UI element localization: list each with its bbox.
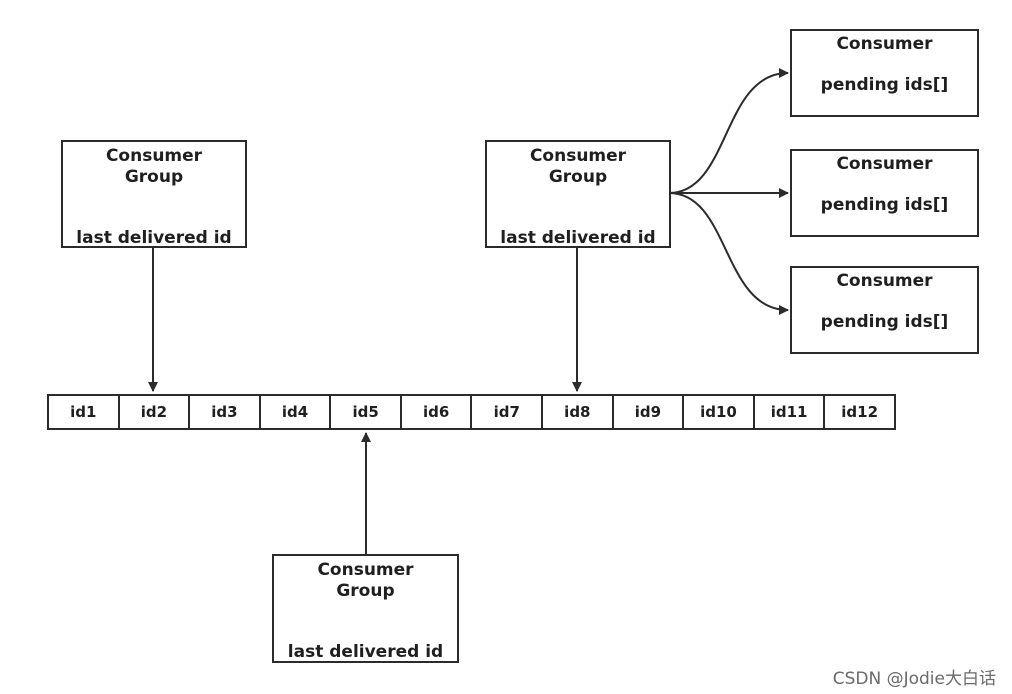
stream-id-cell: id4 <box>261 396 332 428</box>
consumer-title: Consumer <box>836 154 933 174</box>
stream-id-cell: id8 <box>543 396 614 428</box>
stream-id-cell: id7 <box>472 396 544 428</box>
stream-id-cell: id1 <box>49 396 120 428</box>
consumer-pending-ids: pending ids[] <box>820 195 949 215</box>
stream-id-cell: id12 <box>841 403 879 421</box>
consumer-group-title: Consumer Group <box>317 560 414 601</box>
consumer-group-title: Consumer Group <box>105 146 203 187</box>
stream-id-cell: id3 <box>190 396 261 428</box>
consumer-group-last-delivered-id: last delivered id <box>500 228 656 248</box>
watermark-text: CSDN @Jodie大白话 <box>832 669 996 689</box>
consumer-group-last-delivered-id: last delivered id <box>287 642 444 662</box>
stream-id-cell: id5 <box>331 396 402 428</box>
stream-id-cell: id6 <box>402 396 473 428</box>
consumer-bottom: Consumer pending ids[] <box>790 266 979 354</box>
consumer-group-title: Consumer Group <box>529 146 627 187</box>
arrow-group-to-consumer-bottom <box>668 192 789 315</box>
consumer-group-last-delivered-id: last delivered id <box>76 228 232 248</box>
stream-id-cell: id11 <box>755 396 826 428</box>
consumer-group-bottom: Consumer Group last delivered id <box>272 554 459 663</box>
consumer-title: Consumer <box>836 34 933 54</box>
consumer-pending-ids: pending ids[] <box>820 312 949 332</box>
stream-id-cell: id2 <box>120 396 191 428</box>
consumer-pending-ids: pending ids[] <box>820 75 949 95</box>
stream-id-cell: id9 <box>614 396 685 428</box>
consumer-group-middle: Consumer Group last delivered id <box>485 140 671 248</box>
stream-id-cell: id10 <box>684 396 755 428</box>
consumer-top: Consumer pending ids[] <box>790 29 979 117</box>
consumer-title: Consumer <box>836 271 933 291</box>
stream-id-bar: id1 id2 id3 id4 id5 id6 id7 id8 id9 id10… <box>47 394 896 430</box>
consumer-middle: Consumer pending ids[] <box>790 149 979 237</box>
arrow-group-to-consumer-top <box>668 68 789 194</box>
consumer-group-left: Consumer Group last delivered id <box>61 140 247 248</box>
